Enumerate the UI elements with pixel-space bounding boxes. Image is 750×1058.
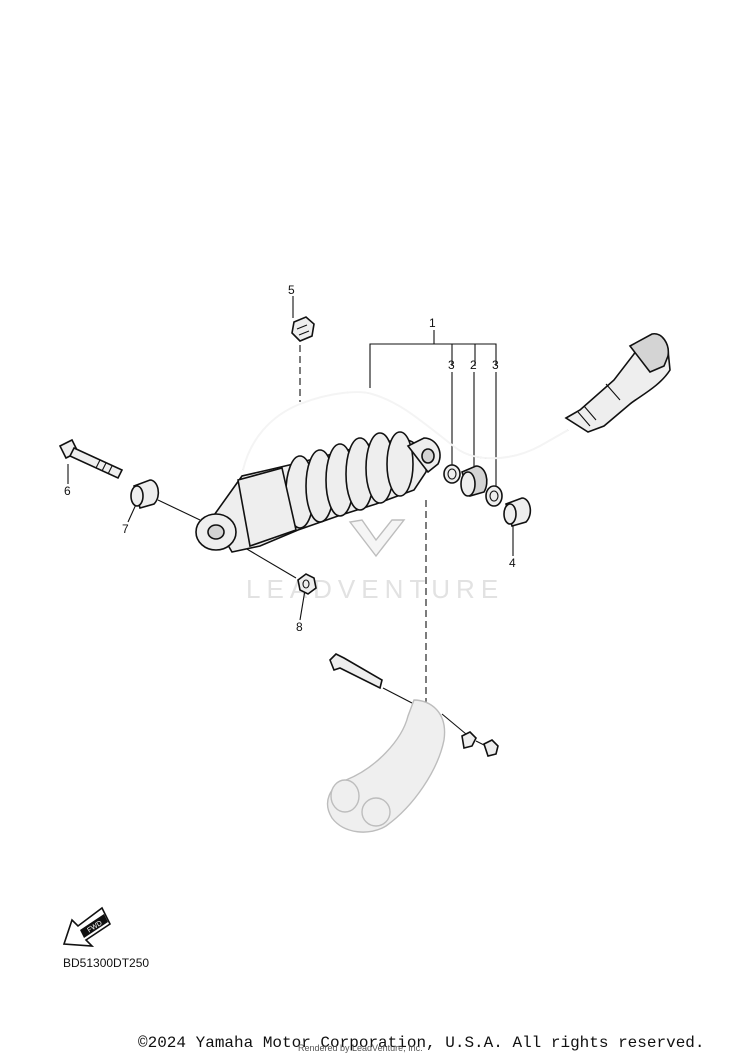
callout-6: 6 xyxy=(64,484,71,498)
fwd-arrow-icon: FWD xyxy=(62,906,112,947)
drawing-code: BD51300DT250 xyxy=(63,956,150,970)
part-6-bolt[interactable] xyxy=(58,438,124,480)
part-3-washer-right[interactable] xyxy=(485,485,503,507)
callout-7: 7 xyxy=(122,522,129,536)
part-8-nut[interactable] xyxy=(297,573,317,595)
callout-5: 5 xyxy=(288,283,295,297)
callout-1: 1 xyxy=(429,316,436,330)
copyright-notice: ©2024 Yamaha Motor Corporation, U.S.A. A… xyxy=(138,1034,705,1052)
part-4-collar[interactable] xyxy=(503,497,532,527)
part-5-clip[interactable] xyxy=(291,316,315,342)
watermark: LEADVENTURE xyxy=(246,519,504,604)
callouts: 1 2 3 3 4 5 6 7 8 xyxy=(64,283,516,634)
part-1-rear-shock-absorber[interactable] xyxy=(195,333,671,553)
shock-spring xyxy=(285,431,414,529)
callout-8: 8 xyxy=(296,620,303,634)
callout-3-left: 3 xyxy=(448,358,455,372)
part-2-bearing[interactable] xyxy=(460,465,488,497)
relay-arm-reference xyxy=(327,653,499,833)
rendered-by-notice: Rendered by LeadVenture, Inc. xyxy=(298,1043,423,1053)
part-3-washer-left[interactable] xyxy=(443,464,461,484)
watermark-text: LEADVENTURE xyxy=(246,574,504,604)
callout-2: 2 xyxy=(470,358,477,372)
leader-lines xyxy=(67,296,514,747)
callout-3-right: 3 xyxy=(492,358,499,372)
callout-4: 4 xyxy=(509,556,516,570)
part-7-collar[interactable] xyxy=(130,479,160,509)
